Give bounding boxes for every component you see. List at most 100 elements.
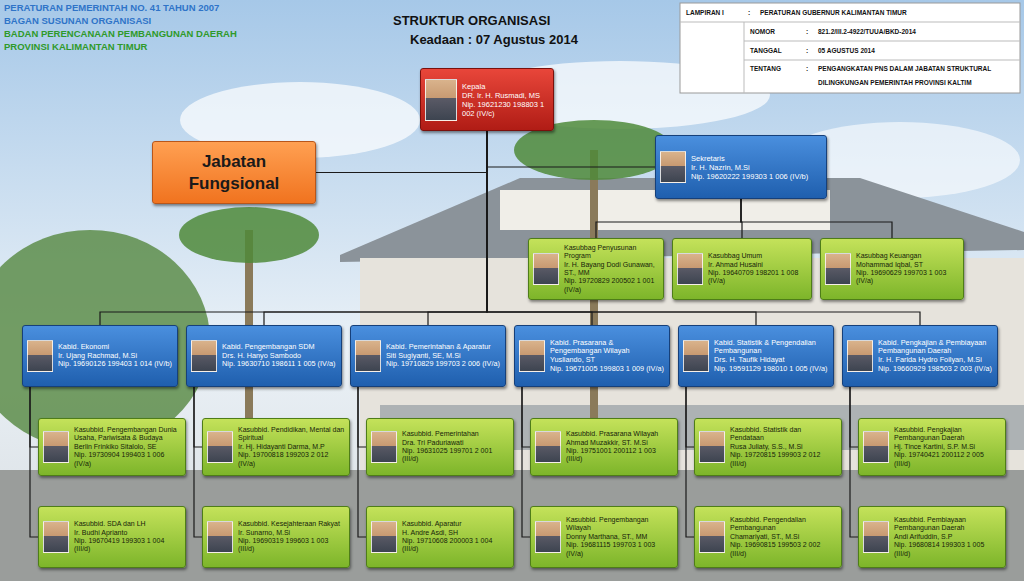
text-column: Kabid. Pemerintahan & AparaturSiti Sugiy… bbox=[386, 343, 501, 369]
position-title: Kasubbag Penyusunan Program bbox=[564, 244, 659, 261]
position-box: Kabid. EkonomiIr. Ujang Rachmad, M.SiNip… bbox=[22, 325, 178, 387]
employee-id: Nip. 19720815 199903 2 012 (III/d) bbox=[730, 451, 837, 468]
position-box: Kasubbid. Kesejahteraan RakyatIr. Sunarn… bbox=[202, 506, 350, 568]
employee-id: Nip. 19671005 199803 1 009 (IV/a) bbox=[550, 365, 665, 374]
position-title: Kasubbag Umum bbox=[708, 252, 807, 260]
portrait-photo bbox=[863, 431, 889, 463]
position-title: Kasubbid. Pengembangan Dunia Usaha, Pari… bbox=[74, 426, 181, 443]
position-title: Kasubbid. Statistik dan Pendataan bbox=[730, 426, 837, 443]
position-box: Kasubbag Penyusunan ProgramIr. H. Bayang… bbox=[528, 238, 664, 300]
table-cell: LAMPIRAN I bbox=[686, 9, 724, 16]
portrait-photo bbox=[43, 521, 69, 553]
officer-name: H. Andre Asdi, SH bbox=[402, 529, 509, 537]
position-box: Kabid. Pengkajian & Pembiayaan Pembangun… bbox=[842, 325, 998, 387]
portrait-photo bbox=[825, 253, 851, 285]
employee-id: Nip. 19681115 199703 1 003 (IV/a) bbox=[566, 541, 673, 558]
employee-id: Nip. 19640709 198201 1 008 (IV/a) bbox=[708, 269, 807, 286]
table-cell: 821.2/III.2-4922/TUUA/BKD-2014 bbox=[818, 28, 916, 35]
connector-line bbox=[850, 387, 858, 537]
officer-name: Ir. Ujang Rachmad, M.Si bbox=[58, 352, 173, 361]
table-cell: : bbox=[806, 47, 808, 54]
table-rule bbox=[680, 22, 1020, 23]
officer-name: Berlin Frinkiko Sitalolo, SE bbox=[74, 443, 181, 451]
position-title: Kabid. Pengkajian & Pembiayaan Pembangun… bbox=[878, 339, 993, 357]
text-column: Kabid. Pengkajian & Pembiayaan Pembangun… bbox=[878, 339, 993, 374]
portrait-photo bbox=[371, 521, 397, 553]
officer-name: Ir. H. Bayang Dodi Gunawan, ST., MM bbox=[564, 261, 659, 278]
table-cell: : bbox=[806, 65, 808, 72]
position-box: Kasubbid. Pengembangan WilayahDonny Mart… bbox=[530, 506, 678, 568]
table-cell: : bbox=[748, 9, 750, 16]
officer-name: Drs. H. Hanyo Sambodo bbox=[222, 352, 337, 361]
employee-id: Nip. 19620222 199303 1 006 (IV/b) bbox=[691, 172, 822, 181]
portrait-photo bbox=[533, 253, 559, 285]
portrait-photo bbox=[207, 521, 233, 553]
employee-id: Nip. 19700818 199203 2 012 (IV/a) bbox=[238, 451, 345, 468]
employee-id: Nip. 19751001 200112 1 003 (III/d) bbox=[566, 447, 673, 464]
employee-id: Nip. 19670419 199303 1 004 (III/d) bbox=[74, 537, 181, 554]
text-column: Kasubbid. Pengembangan Dunia Usaha, Pari… bbox=[74, 426, 181, 468]
portrait-photo bbox=[425, 79, 457, 121]
function-label: Jabatan Fungsional bbox=[157, 151, 311, 194]
employee-id: Nip. 19710608 200003 1 004 (III/d) bbox=[402, 537, 509, 554]
employee-id: Nip. 19630710 198611 1 005 (IV/a) bbox=[222, 360, 337, 369]
position-box: Kasubbid. PemerintahanDra. Tri Paduriawa… bbox=[366, 418, 514, 476]
position-title: Kasubbid. Pendidikan, Mental dan Spiritu… bbox=[238, 426, 345, 443]
officer-name: Ir. H. Nazrin, M.Si bbox=[691, 163, 822, 172]
employee-id: Nip. 19720829 200502 1 001 (IV/a) bbox=[564, 277, 659, 294]
status-date: Keadaan : 07 Agustus 2014 bbox=[410, 33, 578, 48]
officer-name: Yusliando, ST bbox=[550, 356, 665, 365]
position-title: Kasubbid. Pengkajian Pembangunan Daerah bbox=[894, 426, 1001, 443]
position-title: Kasubbid. Aparatur bbox=[402, 520, 509, 528]
position-box: Kasubbag UmumIr. Ahmad HusainiNip. 19640… bbox=[672, 238, 812, 300]
position-box: Kasubbid. Pendidikan, Mental dan Spiritu… bbox=[202, 418, 350, 476]
position-box: Kasubbid. AparaturH. Andre Asdi, SHNip. … bbox=[366, 506, 514, 568]
position-title: Kasubbid. Pengembangan Wilayah bbox=[566, 516, 673, 533]
officer-name: Chamariyati, ST., M.Si bbox=[730, 533, 837, 541]
position-title: Kasubbid. Prasarana Wilayah bbox=[566, 430, 673, 438]
table-cell: PENGANGKATAN PNS DALAM JABATAN STRUKTURA… bbox=[818, 65, 991, 72]
portrait-photo bbox=[519, 340, 545, 372]
portrait-photo bbox=[699, 431, 725, 463]
text-column: Kasubbid. Pendidikan, Mental dan Spiritu… bbox=[238, 426, 345, 468]
connector-line bbox=[686, 387, 694, 537]
position-box: Kasubbid. SDA dan LHIr. Budhi ApriantoNi… bbox=[38, 506, 186, 568]
portrait-photo bbox=[863, 521, 889, 553]
position-title: Kabid. Prasarana & Pengembangan Wilayah bbox=[550, 339, 665, 357]
officer-name: Ahmad Muzakkir, ST. M.Si bbox=[566, 439, 673, 447]
connector-line bbox=[741, 199, 892, 238]
officer-name: Siti Sugiyanti, SE, M.Si bbox=[386, 352, 501, 361]
text-column: SekretarisIr. H. Nazrin, M.SiNip. 196202… bbox=[691, 154, 822, 181]
employee-id: Nip. 19621230 198803 1 002 (IV/c) bbox=[462, 100, 549, 118]
position-box: KepalaDR. Ir. H. Rusmadi, MSNip. 1962123… bbox=[420, 68, 554, 131]
text-column: Jabatan Fungsional bbox=[157, 151, 311, 194]
portrait-photo bbox=[535, 521, 561, 553]
text-column: Kabid. Pengembangan SDMDrs. H. Hanyo Sam… bbox=[222, 343, 337, 369]
officer-name: Drs. H. Taufik Hidayat bbox=[714, 356, 829, 365]
officer-name: Andi Arifuddin, S.P bbox=[894, 533, 1001, 541]
text-column: Kasubbid. PemerintahanDra. Tri Paduriawa… bbox=[402, 430, 509, 464]
employee-id: Nip. 19730904 199403 1 006 (IV/a) bbox=[74, 451, 181, 468]
position-box: Kasubbid. Pengkajian Pembangunan DaerahH… bbox=[858, 418, 1006, 476]
position-title: Kasubbid. Pengendalian Pembangunan bbox=[730, 516, 837, 533]
header-note: PROVINSI KALIMANTAN TIMUR bbox=[4, 42, 147, 53]
connector-line bbox=[487, 131, 655, 167]
palm-fronds bbox=[179, 207, 319, 263]
portrait-photo bbox=[660, 151, 686, 183]
table-cell: 05 AGUSTUS 2014 bbox=[818, 47, 875, 54]
connector-line bbox=[100, 131, 487, 325]
table-cell: NOMOR bbox=[750, 28, 775, 35]
connector-line bbox=[30, 387, 38, 447]
position-box: Kasubbid. Pembiayaan Pembangunan DaerahA… bbox=[858, 506, 1006, 568]
position-box: SekretarisIr. H. Nazrin, M.SiNip. 196202… bbox=[655, 135, 827, 199]
table-cell: TENTANG bbox=[750, 65, 781, 72]
officer-name: Rusa Juliaty, S.S., M.Si bbox=[730, 443, 837, 451]
table-cell: TANGGAL bbox=[750, 47, 782, 54]
function-box: Jabatan Fungsional bbox=[152, 141, 316, 204]
text-column: Kasubbag KeuanganMohammad Iqbal, STNip. … bbox=[856, 252, 959, 286]
text-column: Kasubbid. Pengkajian Pembangunan DaerahH… bbox=[894, 426, 1001, 468]
portrait-photo bbox=[191, 340, 217, 372]
portrait-photo bbox=[699, 521, 725, 553]
text-column: Kabid. Prasarana & Pengembangan WilayahY… bbox=[550, 339, 665, 374]
